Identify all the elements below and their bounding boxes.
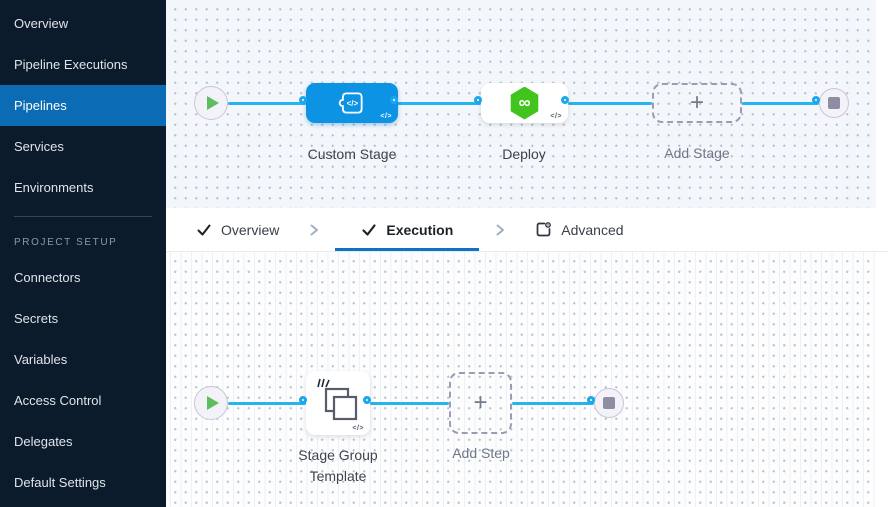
sidebar-section-project-setup: PROJECT SETUP xyxy=(14,236,118,248)
port xyxy=(363,396,371,404)
execution-start-node xyxy=(194,386,228,420)
sidebar-nav: Overview Pipeline Executions Pipelines S… xyxy=(0,0,166,507)
edge-deploy-to-add-stage xyxy=(568,101,652,105)
custom-stage-node[interactable]: </> </> xyxy=(306,83,398,123)
check-icon xyxy=(197,224,211,235)
sidebar-item-variables[interactable]: Variables xyxy=(14,352,68,367)
plus-icon: + xyxy=(689,89,704,116)
stage-group-label-line1: Stage Group xyxy=(298,447,378,463)
port xyxy=(587,396,595,404)
stage-group-template-node[interactable]: </> xyxy=(306,371,370,435)
edge-stage-group-to-add-step xyxy=(370,401,449,405)
active-tab-underline xyxy=(335,248,480,251)
play-icon xyxy=(206,96,219,110)
add-stage-label: Add Stage xyxy=(664,145,730,161)
advanced-icon xyxy=(536,222,552,237)
edge-start-to-custom-stage xyxy=(228,101,306,105)
check-icon xyxy=(362,223,376,236)
sidebar-item-services[interactable]: Services xyxy=(14,139,64,154)
play-icon xyxy=(206,396,219,410)
port xyxy=(812,96,820,104)
main-area: </> </> ∞ </> + xyxy=(166,0,888,507)
tab-overview-label: Overview xyxy=(221,221,280,238)
deploy-icon: ∞ xyxy=(510,86,539,120)
pipeline-start-node xyxy=(194,86,228,120)
chevron-right-icon xyxy=(493,223,507,237)
stage-config-tabbar: Overview Execution Ad xyxy=(166,208,888,252)
tab-advanced-label: Advanced xyxy=(561,221,624,238)
tab-advanced[interactable]: Advanced xyxy=(521,208,637,251)
custom-stage-label: Custom Stage xyxy=(307,146,397,162)
sidebar-item-overview[interactable]: Overview xyxy=(14,16,69,31)
plus-icon: + xyxy=(473,389,488,416)
sidebar-item-default-settings[interactable]: Default Settings xyxy=(14,475,106,490)
template-badge-icon: </> xyxy=(380,113,392,120)
sidebar-item-connectors[interactable]: Connectors xyxy=(14,270,81,285)
port xyxy=(474,96,482,104)
port xyxy=(390,96,398,104)
template-bars-icon xyxy=(317,378,330,388)
infinity-glyph: ∞ xyxy=(518,93,531,112)
port xyxy=(299,396,307,404)
svg-text:</>: </> xyxy=(347,99,359,108)
template-badge-icon: </> xyxy=(550,113,562,120)
template-badge-icon: </> xyxy=(352,425,364,432)
tab-overview[interactable]: Overview xyxy=(182,208,293,251)
sidebar-item-environments[interactable]: Environments xyxy=(14,180,94,195)
custom-stage-icon: </> xyxy=(338,92,363,114)
sidebar-divider xyxy=(14,216,152,217)
edge-add-stage-to-end xyxy=(742,101,819,105)
tab-execution[interactable]: Execution xyxy=(335,208,480,251)
edge-start-to-stage-group xyxy=(228,401,306,405)
add-step-button[interactable]: + xyxy=(449,372,512,434)
deploy-stage-label: Deploy xyxy=(502,146,546,162)
stop-icon xyxy=(603,397,615,409)
sidebar-item-secrets[interactable]: Secrets xyxy=(14,311,59,326)
execution-end-node xyxy=(594,388,624,418)
stop-icon xyxy=(828,97,840,109)
add-stage-button[interactable]: + xyxy=(652,83,742,123)
pipeline-end-node xyxy=(819,88,849,118)
edge-custom-stage-to-deploy xyxy=(397,101,481,105)
execution-graph-canvas: </> + Stage Group Template Add Step xyxy=(166,252,876,507)
edge-add-step-to-end xyxy=(512,401,594,405)
sidebar-item-pipelines[interactable]: Pipelines xyxy=(0,85,166,126)
deploy-stage-node[interactable]: ∞ </> xyxy=(481,83,568,123)
sidebar-item-delegates[interactable]: Delegates xyxy=(14,434,73,449)
add-step-label: Add Step xyxy=(452,445,510,461)
sidebar-item-pipeline-executions[interactable]: Pipeline Executions xyxy=(14,57,128,72)
sidebar-item-access-control[interactable]: Access Control xyxy=(14,393,102,408)
stage-group-label-line2: Template xyxy=(309,468,367,484)
tab-execution-label: Execution xyxy=(386,221,454,238)
chevron-right-icon xyxy=(307,223,321,237)
stage-group-icon xyxy=(324,387,358,421)
port xyxy=(561,96,569,104)
stage-graph-canvas: </> </> ∞ </> + xyxy=(166,0,876,208)
port xyxy=(299,96,307,104)
